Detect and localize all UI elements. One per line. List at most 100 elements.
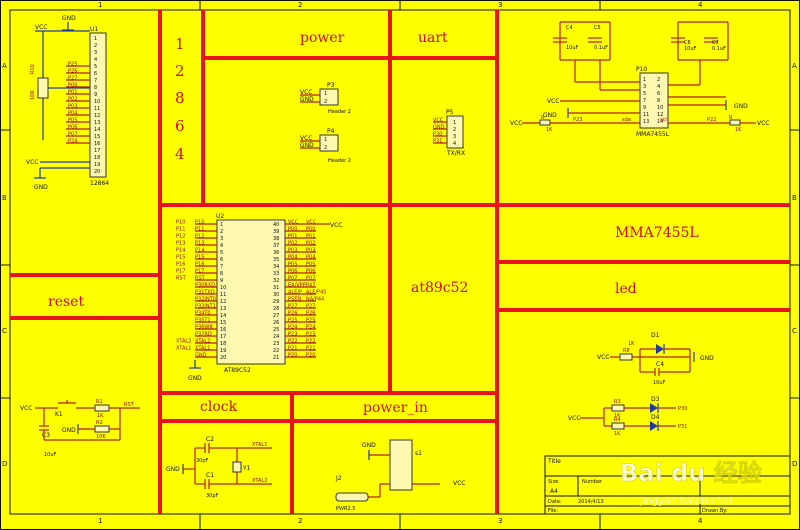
mcu-pin-number-right: 28 <box>273 306 279 312</box>
reset-r1-value: 1K <box>97 413 104 419</box>
mcu-pin-number-right: 39 <box>273 229 279 235</box>
accel-pin-number-left: 1 <box>643 77 646 83</box>
header-p4-pin-2: 2 <box>324 145 327 151</box>
led-d1-symbol <box>656 344 664 354</box>
lcd-pin-number: 8 <box>94 85 97 91</box>
mcu-pin-label-left: P32INT0 <box>195 297 216 303</box>
mcu-net-right: P47 <box>306 283 315 289</box>
reset-r1-ref: R1 <box>96 399 103 405</box>
reset-vcc: VCC <box>20 405 32 412</box>
clock-c1-ref: C1 <box>206 472 214 479</box>
lcd-pin-number: 4 <box>94 57 97 63</box>
mcu-net-right: P04 <box>306 255 315 261</box>
reset-c3-ref: C3 <box>42 432 50 439</box>
led-net-p31: P31 <box>678 424 687 430</box>
mcu-net-left: P16 <box>176 262 185 268</box>
lcd-pin-number: 1 <box>94 36 97 42</box>
mcu-net-right: P26 <box>306 311 315 317</box>
uart-pin-number: 1 <box>453 120 456 126</box>
lcd-pin-number: 13 <box>94 120 100 126</box>
mcu-pin-number-right: 40 <box>273 222 279 228</box>
lcd-signal-label: P25 <box>68 62 77 68</box>
title-block-title: Title <box>547 458 561 465</box>
row-label-left-a: A <box>2 62 7 70</box>
lcd-body <box>89 32 107 178</box>
lcd-pin-number: 19 <box>94 162 100 168</box>
mcu-pin-label-left: P30RXD <box>195 283 215 289</box>
header-p3-gnd: GND <box>300 96 314 103</box>
power-header-p4: P4 1 2 VCC GND Header 2 <box>300 128 351 164</box>
mcu-net-left: P15 <box>176 255 185 261</box>
mcu-pin-number-right: 37 <box>273 243 279 249</box>
mcu-net-right: P06 <box>306 269 315 275</box>
header-p3-name: Header 2 <box>328 109 351 115</box>
reset-circuit: VCC K1 R1 1K RST C3 10uF GND R2 10K <box>20 399 140 458</box>
uart-signal-label: GND <box>433 125 445 131</box>
mcu-pin-number-right: 21 <box>273 355 279 361</box>
mcu-pin-label-left: P14 <box>195 248 204 254</box>
led-d4-ref: D4 <box>651 414 660 421</box>
mcu-net-right: P20 <box>306 353 315 359</box>
mcu-pin-label-left: RST <box>195 276 206 282</box>
mcu-pin-label-left: P13 <box>195 241 204 247</box>
mcu-pin-label-left: P33INT1 <box>195 304 216 310</box>
col-label-bottom-4: 4 <box>698 517 703 525</box>
led-vcc2: VCC <box>568 415 580 422</box>
lcd-signal-label: P01 <box>68 90 77 96</box>
mcu-pin-number-left: 3 <box>220 236 223 242</box>
lcd-signal-label: P05 <box>68 118 77 124</box>
section-label-led: led <box>615 281 637 297</box>
mcu-pin-number-left: 11 <box>220 292 226 298</box>
accel-pin-number-right: 12 <box>657 112 663 118</box>
clock-net-xtal2: XTAL2 <box>252 478 267 484</box>
mcu-pin-label-left: P36WR <box>195 325 213 331</box>
col-label-top-4: 4 <box>698 1 703 9</box>
mcu-net-left: XTAL2 <box>176 339 191 345</box>
led-c4-value: 10uF <box>653 380 666 386</box>
power-header-p3: P3 1 2 VCC GND Header 2 <box>300 82 351 115</box>
accel-r-right-ref: R <box>729 115 733 121</box>
mcu-net-right: P22 <box>306 339 315 345</box>
mcu-pin-label-right: PSEN <box>288 297 301 303</box>
title-block-size-value: A4 <box>550 488 558 495</box>
lcd-pin-number: 18 <box>94 155 100 161</box>
mcu-pin-number-right: 22 <box>273 348 279 354</box>
mcu-gnd-ext: GND <box>188 375 202 382</box>
led-circuit: D1 VCC R8 1K GND C4 10uF VCC R3 1K D3 <box>568 332 714 437</box>
accel-ref: P10 <box>636 66 647 73</box>
mcu-net-left: P10 <box>176 220 185 226</box>
mcu-pin-label-right: P06 <box>288 269 297 275</box>
header-p3-pin-1: 1 <box>324 91 327 97</box>
menu-digit-1: 1 <box>175 35 185 53</box>
header-p4-vcc: VCC <box>300 135 312 142</box>
mcu-pin-number-right: 23 <box>273 341 279 347</box>
accel-c6-ref: C6 <box>684 40 691 46</box>
led-r8-ref: R8 <box>623 348 630 354</box>
clock-c2-ref: C2 <box>206 436 214 443</box>
lcd-12864-circuit: GND VCC U1 12345678910111213141516171819… <box>26 15 109 191</box>
clock-y1-ref: Y1 <box>242 465 251 472</box>
led-r4-ref: R4 <box>614 417 621 423</box>
mcu-pin-label-left: P16 <box>195 262 204 268</box>
mcu-pin-label-right: P02 <box>288 241 297 247</box>
accel-c4-value: 10uF <box>566 45 579 51</box>
mcu-pin-number-left: 18 <box>220 341 226 347</box>
mcu-pin-number-right: 30 <box>273 292 279 298</box>
led-r8 <box>619 353 633 361</box>
mcu-net-right: P23 <box>306 332 315 338</box>
mcu-net-right: P05 <box>306 262 315 268</box>
section-dividers <box>10 10 790 514</box>
reset-c3-value: 10uF <box>44 452 57 458</box>
mcu-pin-number-right: 34 <box>273 264 279 270</box>
accel-pin-number-right: 2 <box>657 77 660 83</box>
accel-pin-number-right: 6 <box>657 91 660 97</box>
power-in-j2-name: PWR2.5 <box>336 506 355 512</box>
mcu-pin-number-right: 36 <box>273 250 279 256</box>
accel-r-right-value: 1K <box>735 127 742 133</box>
lcd-pin-number: 3 <box>94 50 97 56</box>
accel-c7-ref: C7 <box>712 40 719 46</box>
led-r3-ref: R3 <box>614 399 621 405</box>
